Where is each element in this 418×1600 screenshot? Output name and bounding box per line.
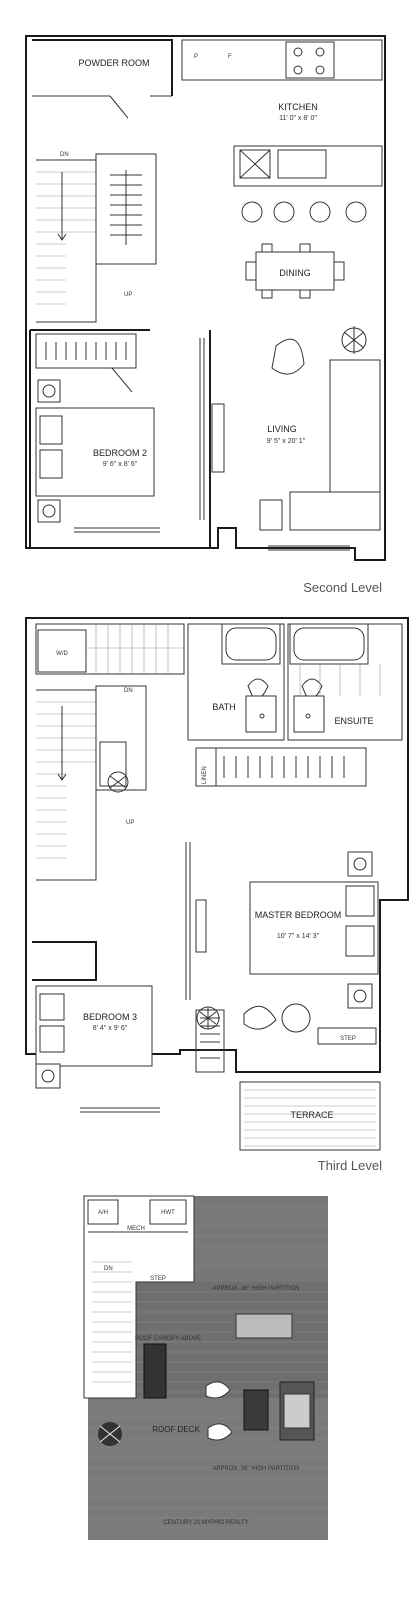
roof-plant-icon [98,1422,122,1446]
powder-room-label: POWDER ROOM [79,58,150,68]
second-level-plan [25,35,386,561]
hwt-label: HWT [161,1210,175,1216]
partition-bottom-label: APPROX. 36" HIGH PARTITION [213,1466,300,1472]
roof-canopy-label: ROOF CANOPY ABOVE [135,1336,201,1342]
fridge-f-label: F [228,54,232,60]
bedroom2-label: BEDROOM 2 [93,448,147,458]
second-stair [36,159,97,323]
roof-step-label: STEP [150,1276,166,1282]
bath-label: BATH [212,702,235,712]
third-step-label: STEP [340,1036,356,1042]
ah-label: A/H [98,1210,108,1216]
third-plant-icon-1 [107,771,129,793]
second-up-label: UP [124,292,132,298]
roof-level-plan [83,1195,328,1540]
partition-top-label: APPROX. 36" HIGH PARTITION [213,1286,300,1292]
dining-label: DINING [279,268,311,278]
kitchen-dimensions: 11' 0" x 8' 0" [279,115,317,122]
bedroom3-label: BEDROOM 3 [83,1012,137,1022]
pantry-p-label: P [194,54,198,60]
third-level-plan [25,617,409,1151]
bedroom2-dimensions: 9' 6" x 8' 6" [103,461,138,468]
bedroom3-dimensions: 8' 4" x 9' 6" [93,1025,128,1032]
second-plant-icon [341,326,367,354]
roof-dn-label: DN [104,1266,113,1272]
master-bedroom-dimensions: 10' 7" x 14' 3" [277,933,320,940]
second-level-title: Second Level [303,580,382,595]
kitchen-label: KITCHEN [278,102,318,112]
ensuite-label: ENSUITE [334,716,373,726]
third-plant-icon-2 [196,1006,220,1030]
living-label: LIVING [267,424,297,434]
living-dimensions: 9' 5" x 20' 1" [267,438,306,445]
terrace-label: TERRACE [290,1110,333,1120]
watermark: CENTURY 21 MYPRO REALTY [163,1520,248,1526]
third-level-title: Third Level [318,1158,382,1173]
roof-deck-label: ROOF DECK [152,1425,200,1434]
wd-label: W/D [56,651,68,657]
third-stair [36,689,97,881]
third-up-label: UP [126,820,134,826]
master-bedroom-label: MASTER BEDROOM [255,910,342,920]
mech-label: MECH [127,1226,145,1232]
third-dn-label: DN [124,688,133,694]
second-dn-label: DN [60,152,69,158]
linen-label: LINEN [202,766,208,784]
